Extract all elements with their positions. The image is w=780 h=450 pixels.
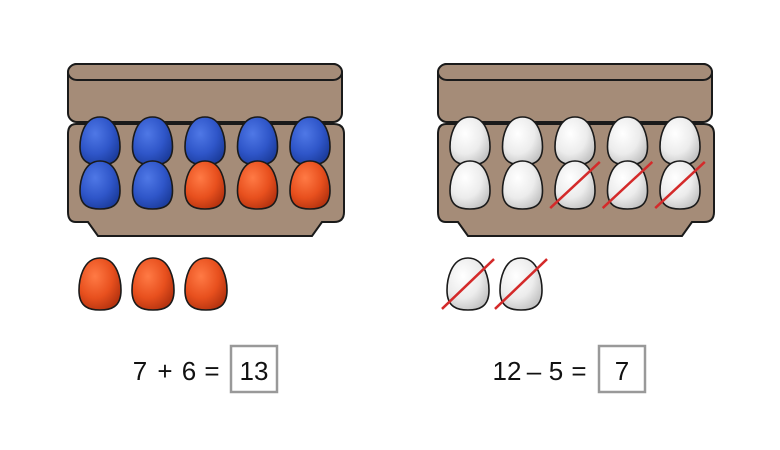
- cross-out-line: [654, 161, 706, 209]
- red-egg: [184, 160, 226, 210]
- white-egg: [449, 160, 491, 210]
- white-egg-crossed: [549, 160, 601, 210]
- left-eq-operand-a: 7: [133, 356, 147, 386]
- cross-out-line: [601, 161, 654, 209]
- cross-out-line: [494, 258, 548, 310]
- white-egg-crossed: [654, 160, 706, 210]
- white-egg: [501, 116, 544, 166]
- right-eq-equals: =: [571, 356, 586, 386]
- right-answer-box: [597, 344, 647, 394]
- blue-egg: [79, 160, 121, 210]
- left-eq-operand-b: 6: [182, 356, 196, 386]
- left-answer-box: [229, 344, 279, 394]
- white-egg-crossed: [494, 257, 548, 311]
- right-carton-eggs: [449, 116, 706, 210]
- right-carton-lid-edge: [437, 63, 713, 81]
- blue-egg: [131, 160, 174, 210]
- white-egg-crossed: [441, 257, 495, 311]
- left-carton-lid-edge: [67, 63, 343, 81]
- right-eq-operator: –: [527, 356, 542, 386]
- left-egg-carton: [67, 63, 345, 237]
- left-equation: 7 + 6 = 13: [133, 344, 279, 394]
- blue-egg: [289, 116, 331, 166]
- red-egg: [236, 160, 279, 210]
- red-egg: [289, 160, 331, 210]
- right-loose-eggs: [441, 257, 548, 311]
- red-egg: [78, 257, 122, 311]
- left-eq-operator: +: [157, 356, 172, 386]
- blue-egg: [184, 116, 226, 166]
- blue-egg: [79, 116, 121, 166]
- white-egg: [501, 160, 544, 210]
- cross-out-line: [441, 258, 495, 310]
- cross-out-line: [549, 161, 601, 209]
- white-egg: [659, 116, 701, 166]
- right-eq-operand-a: 12: [493, 356, 522, 386]
- blue-egg: [236, 116, 279, 166]
- right-answer-value: 7: [615, 356, 629, 386]
- left-answer-value: 13: [240, 356, 269, 386]
- white-egg: [606, 116, 649, 166]
- white-egg: [449, 116, 491, 166]
- right-equation: 12 – 5 = 7: [493, 344, 647, 394]
- left-eq-equals: =: [204, 356, 219, 386]
- left-loose-eggs: [78, 257, 228, 311]
- red-egg: [184, 257, 228, 311]
- left-carton-eggs: [79, 116, 331, 210]
- white-egg: [554, 116, 596, 166]
- right-egg-carton: [437, 63, 715, 237]
- right-eq-operand-b: 5: [549, 356, 563, 386]
- white-egg-crossed: [601, 160, 654, 210]
- red-egg: [131, 257, 175, 311]
- blue-egg: [131, 116, 174, 166]
